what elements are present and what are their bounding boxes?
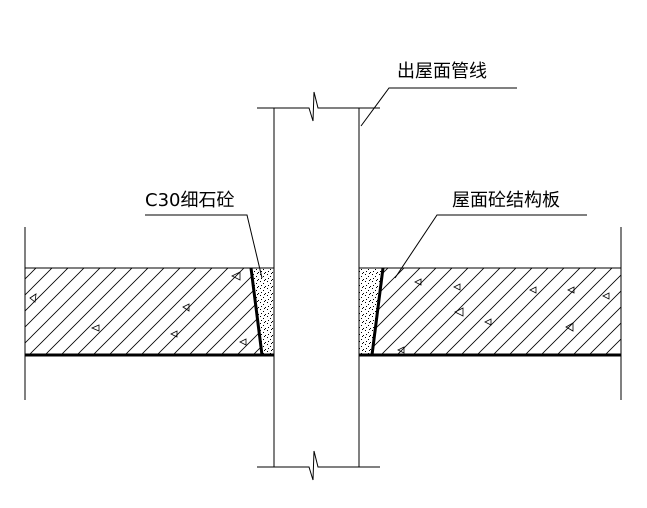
roof-slab-right xyxy=(359,227,622,400)
leader-lines xyxy=(145,87,587,279)
fine-concrete-fill-right xyxy=(359,267,385,356)
label-roof-slab: 屋面砼结构板 xyxy=(452,190,560,211)
break-line-top xyxy=(257,91,380,122)
label-pipe: 出屋面管线 xyxy=(397,61,487,82)
pipe xyxy=(257,91,380,481)
aggregate-marks xyxy=(29,271,610,354)
label-fine-concrete: C30细石砼 xyxy=(145,190,234,211)
break-line-bottom xyxy=(257,450,380,481)
fine-concrete-fill-left xyxy=(249,267,274,356)
roof-slab-left xyxy=(24,227,274,400)
